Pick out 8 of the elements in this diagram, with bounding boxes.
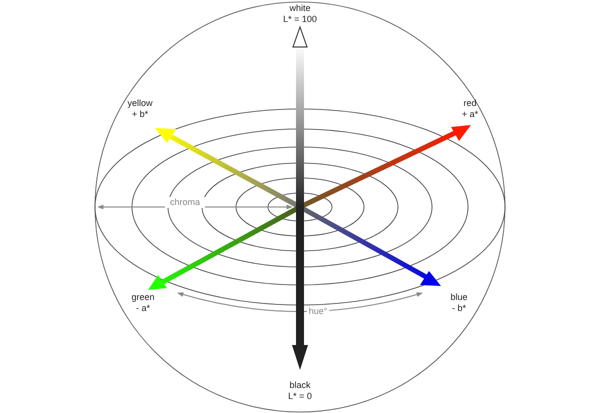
axis-label: green - a*: [130, 292, 156, 314]
axis-label: white L* = 100: [282, 3, 318, 25]
axis-label: red + a*: [460, 98, 480, 120]
dimension-label: chroma: [165, 197, 205, 208]
axis-label: black L* = 0: [287, 380, 313, 402]
axis-label: yellow + b*: [126, 98, 154, 120]
dimension-label: hue°: [307, 306, 329, 317]
axis-label: blue - b*: [449, 292, 468, 314]
